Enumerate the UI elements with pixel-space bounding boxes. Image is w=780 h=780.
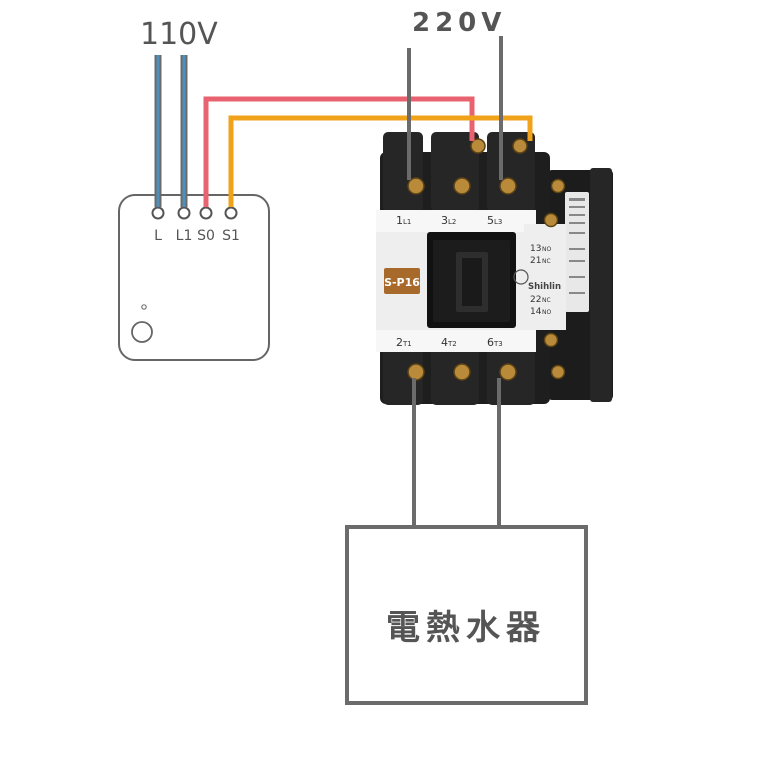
terminal-5-number: 5 xyxy=(487,214,494,227)
terminal-2-number: 2 xyxy=(396,336,403,349)
module-button[interactable] xyxy=(131,321,153,343)
terminal-l1-label: L1 xyxy=(176,228,193,244)
load-label: 電熱水器 xyxy=(386,608,546,648)
aux-21-number: 21 xyxy=(530,256,541,266)
supply-110v-wires xyxy=(154,55,188,207)
terminal-s0-label: S0 xyxy=(197,228,215,244)
terminal-6-number: 6 xyxy=(487,336,494,349)
terminal-4-sub: T2 xyxy=(447,340,457,348)
terminal-3-sub: L2 xyxy=(448,218,456,226)
terminal-s0-screw xyxy=(199,206,213,220)
terminal-4-number: 4 xyxy=(441,336,448,349)
aux-22-number: 22 xyxy=(530,295,541,305)
contactor-brand-label: Shihlin xyxy=(528,282,561,292)
aux-21-sub: NC xyxy=(542,258,551,265)
terminal-1-sub: L1 xyxy=(403,218,411,226)
terminal-s1-label: S1 xyxy=(222,228,240,244)
brand-logo-icon xyxy=(513,269,529,285)
terminal-l-screw xyxy=(151,206,165,220)
terminal-l-label: L xyxy=(154,228,162,244)
aux-13-number: 13 xyxy=(530,244,541,254)
water-heater-load: 電熱水器 xyxy=(345,525,588,705)
supply-220v-wires xyxy=(407,36,503,180)
load-wires xyxy=(412,378,501,527)
terminal-2-sub: T1 xyxy=(402,340,412,348)
terminal-3-number: 3 xyxy=(441,214,448,227)
smart-switch-module: L L1 S0 S1 xyxy=(118,194,270,361)
voltage-220v-label: 220V xyxy=(412,8,506,38)
terminal-1-number: 1 xyxy=(396,214,403,227)
terminal-s1-screw xyxy=(224,206,238,220)
aux-14-sub: NO xyxy=(542,309,551,316)
aux-22-sub: NC xyxy=(542,297,551,304)
aux-13-sub: NO xyxy=(542,246,551,253)
module-indicator-dot xyxy=(141,304,147,310)
terminal-l1-screw xyxy=(177,206,191,220)
magnetic-contactor: S-P16 Shihlin 1 L1 3 L2 5 L3 2 T1 4 T2 6… xyxy=(376,132,613,405)
terminal-6-sub: T3 xyxy=(493,340,503,348)
coil-control-wires xyxy=(203,96,533,207)
voltage-110v-label: 110V xyxy=(140,17,218,52)
aux-14-number: 14 xyxy=(530,307,542,317)
contactor-model-label: S-P16 xyxy=(384,276,420,289)
terminal-5-sub: L3 xyxy=(494,218,502,226)
terminal-screws xyxy=(407,138,566,381)
